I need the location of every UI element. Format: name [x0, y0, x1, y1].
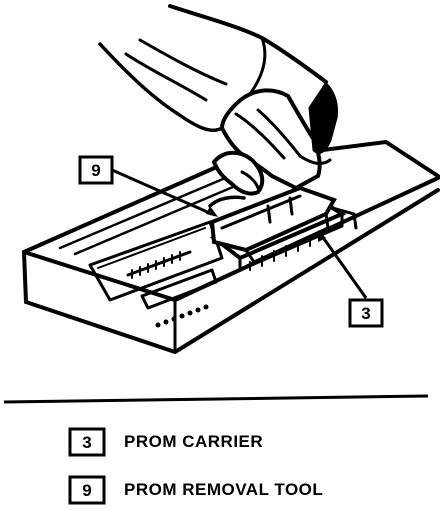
hand-illustration: [98, 4, 338, 208]
led-row: [155, 304, 209, 328]
callout-3-number: 3: [361, 304, 370, 323]
legend-item-9-number: 9: [82, 481, 91, 500]
callout-3: 3: [348, 298, 384, 328]
connector-pins: [126, 250, 192, 279]
legend: 3 PROM CARRIER 9 PROM REMOVAL TOOL: [68, 427, 323, 505]
callout-9: 9: [78, 155, 114, 185]
leader-lines: [111, 168, 368, 299]
callout-9-number: 9: [91, 161, 100, 180]
legend-item-3-label: PROM CARRIER: [124, 432, 263, 451]
legend-item-3: 3 PROM CARRIER: [68, 427, 263, 457]
divider-line: [3, 394, 429, 404]
legend-item-3-number: 3: [82, 433, 91, 452]
legend-item-9-label: PROM REMOVAL TOOL: [124, 480, 323, 499]
legend-item-9: 9 PROM REMOVAL TOOL: [68, 475, 323, 505]
prom-removal-tool: [209, 185, 337, 264]
board-slot: [88, 220, 224, 310]
